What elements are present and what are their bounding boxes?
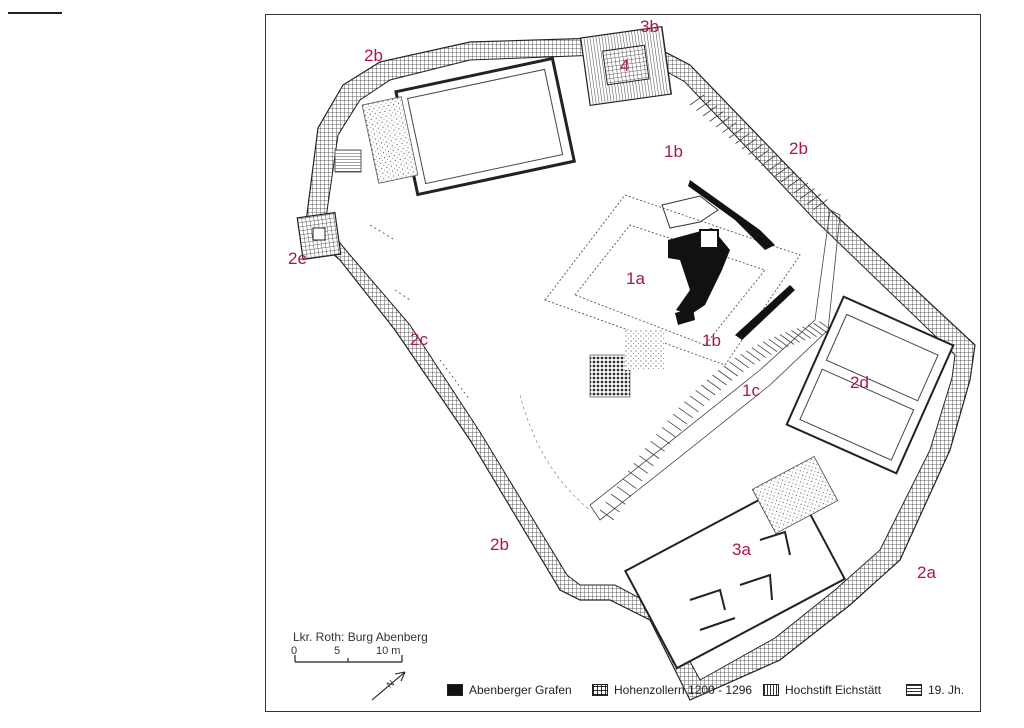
legend-swatch-vertical [763, 684, 779, 696]
scale-tick-0: 0 [291, 645, 298, 657]
ring-1c [589, 209, 841, 521]
label-2c: 2c [410, 330, 428, 349]
label-3a: 3a [732, 540, 751, 559]
legend-swatch-horizontal [906, 684, 922, 696]
building-3a [623, 480, 847, 670]
scan-edge-line [8, 12, 62, 14]
label-4: 4 [620, 56, 630, 75]
legend-label: Hohenzollern 1200 - 1296 [614, 683, 753, 697]
label-2b-topleft: 2b [364, 46, 383, 65]
label-1b-top: 1b [664, 142, 683, 161]
legend-item-hohenzollern: Hohenzollern 1200 - 1296 [592, 683, 752, 697]
legend-item-eichstaett: Hochstift Eichstätt [763, 683, 881, 697]
label-3b: 3b [640, 17, 659, 36]
map-title: Lkr. Roth: Burg Abenberg [293, 630, 428, 644]
legend-item-abenberger: Abenberger Grafen [447, 683, 572, 697]
legend-swatch-solid [447, 684, 463, 696]
legend-label: Abenberger Grafen [469, 683, 572, 697]
radial-hatching [599, 94, 834, 521]
north-arrow [371, 671, 406, 701]
label-1b-bottom: 1b [702, 331, 721, 350]
rubble-patch [589, 354, 631, 398]
legend-label: 19. Jh. [928, 683, 965, 697]
label-2b-right: 2b [789, 139, 808, 158]
legend-swatch-grid [592, 684, 608, 696]
scale-bar [294, 655, 403, 663]
label-2d: 2d [850, 373, 869, 392]
legend-item-19jh: 19. Jh. [906, 683, 964, 697]
abenberger-remains [668, 228, 730, 315]
keep-inner-outline [574, 224, 766, 346]
label-2a: 2a [917, 563, 936, 582]
label-1c: 1c [742, 381, 760, 400]
label-1a: 1a [626, 269, 645, 288]
legend-label: Hochstift Eichstätt [785, 683, 882, 697]
label-2b-bottom: 2b [490, 535, 509, 554]
scale-tick-10: 10 m [376, 645, 401, 657]
building-2d [785, 295, 955, 475]
scale-tick-5: 5 [334, 645, 341, 657]
map-frame [265, 14, 981, 712]
label-2e: 2e [288, 249, 307, 268]
